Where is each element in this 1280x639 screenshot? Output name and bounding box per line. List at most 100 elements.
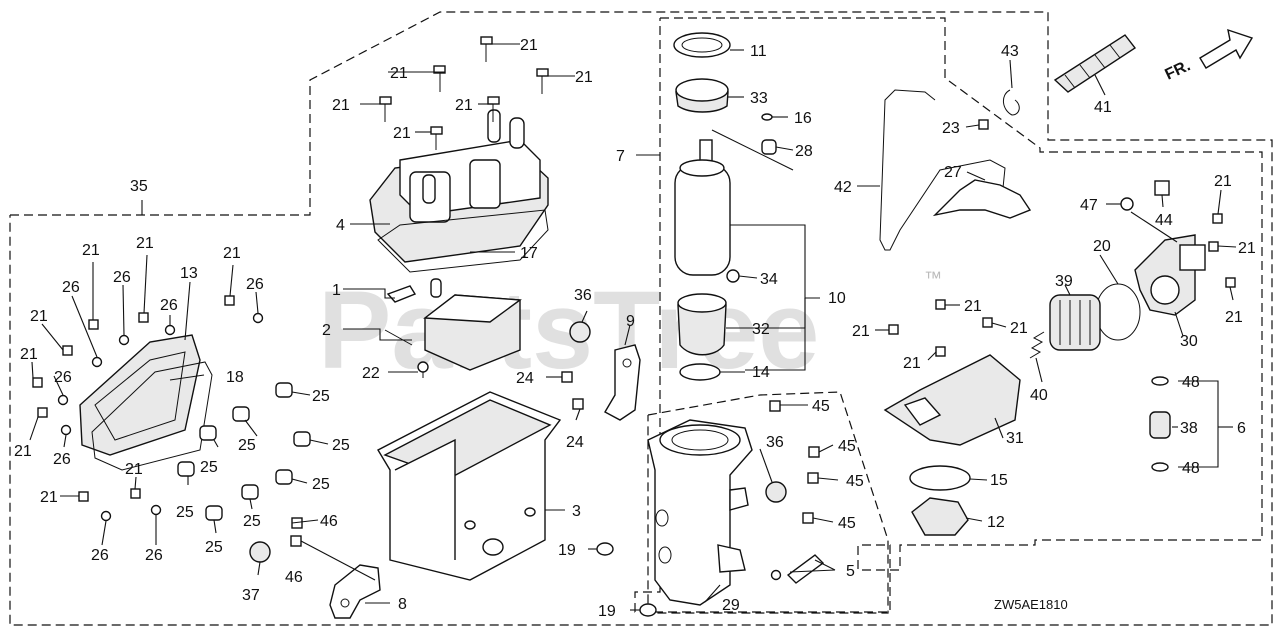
callout-23: 23 [942,120,960,137]
part-8-bracket [329,564,381,619]
callout-21: 21 [1010,320,1028,337]
callout-25: 25 [176,504,194,521]
callout-39: 39 [1055,273,1073,290]
callout-46: 46 [320,513,338,530]
callout-29: 29 [722,597,740,614]
callout-21: 21 [332,97,350,114]
callout-27: 27 [944,164,962,181]
callout-37: 37 [242,587,260,604]
callout-43: 43 [1001,43,1019,60]
callout-21: 21 [393,125,411,142]
nuts-36-37 [249,321,787,563]
part-22-screw [417,361,429,378]
callout-26: 26 [91,547,109,564]
callout-41: 41 [1094,99,1112,116]
callout-32: 32 [752,321,770,338]
callout-21: 21 [82,242,100,259]
callout-25: 25 [243,513,261,530]
callout-25: 25 [200,459,218,476]
callout-2: 2 [322,322,331,339]
callout-26: 26 [54,369,72,386]
part-3-body [377,391,562,581]
leader-lines [29,43,1237,611]
callout-26: 26 [113,269,131,286]
watermark-trademark: ™ [924,268,942,288]
part-42-hose [879,89,1006,251]
callout-16: 16 [794,110,812,127]
callout-40: 40 [1030,387,1048,404]
callout-labels: 21 21 21 21 21 21 4 17 1 2 22 3 8 9 24 2… [14,37,1256,620]
callout-8: 8 [398,596,407,613]
callout-26: 26 [53,451,71,468]
part-28-cap [761,139,777,155]
callout-11: 11 [750,43,767,60]
callout-21: 21 [40,489,58,506]
front-direction-arrow: FR. [1163,28,1254,84]
part-43-clip [1003,89,1020,116]
grommets-25 [177,382,311,521]
callout-21: 21 [136,235,154,252]
callout-4: 4 [336,217,345,234]
part-32-strainer [677,293,727,356]
callout-21: 21 [455,97,473,114]
boundary-35 [9,11,1273,626]
callout-21: 21 [1238,240,1256,257]
callout-26: 26 [145,547,163,564]
callout-21: 21 [20,346,38,363]
callout-21: 21 [14,443,32,460]
part-18-gasket [91,361,213,471]
part-47-washer [1120,197,1134,211]
part-11-ring [673,32,731,58]
part-15-oring [909,465,971,491]
callout-21: 21 [30,308,48,325]
callout-36: 36 [574,287,592,304]
bolts-misc [290,371,825,584]
part-31-case [883,354,1021,446]
callout-45: 45 [838,515,856,532]
callout-21: 21 [575,69,593,86]
part-16-oring [761,113,773,121]
callout-48: 48 [1182,460,1200,477]
callout-25: 25 [312,388,330,405]
callout-44: 44 [1155,212,1173,229]
callout-33: 33 [750,90,768,107]
callout-21: 21 [390,65,408,82]
callout-46: 46 [285,569,303,586]
callout-28: 28 [795,143,813,160]
part-12-cap [911,497,969,536]
callout-45: 45 [812,398,830,415]
callout-7: 7 [616,148,625,165]
callout-26: 26 [246,276,264,293]
callout-38: 38 [1180,420,1198,437]
callout-22: 22 [362,365,380,382]
callout-6: 6 [1237,420,1246,437]
callout-1: 1 [332,282,341,299]
callout-24: 24 [566,434,584,451]
callout-21: 21 [903,355,921,372]
part-29-housing [647,419,753,606]
callout-47: 47 [1080,197,1098,214]
callout-12: 12 [987,514,1005,531]
part-2-driver [384,294,522,371]
callout-35: 35 [130,178,148,195]
part-33-ring [675,78,729,113]
callout-31: 31 [1006,430,1024,447]
washers-26 [57,312,264,522]
callout-13: 13 [180,265,198,282]
callout-20: 20 [1093,238,1111,255]
part-13-plate [79,334,201,456]
callout-24: 24 [516,370,534,387]
callout-21: 21 [1214,173,1232,190]
bolts-21 [32,36,1236,502]
part-20-oring [1095,283,1141,341]
part-17-gasket [377,209,549,273]
callout-5: 5 [846,563,855,580]
part-39-filter [1049,294,1101,351]
part-10-fuel-pump [674,139,740,283]
callout-26: 26 [62,279,80,296]
callout-18: 18 [226,369,244,386]
callout-45: 45 [838,438,856,455]
callout-21: 21 [223,245,241,262]
callout-42: 42 [834,179,852,196]
